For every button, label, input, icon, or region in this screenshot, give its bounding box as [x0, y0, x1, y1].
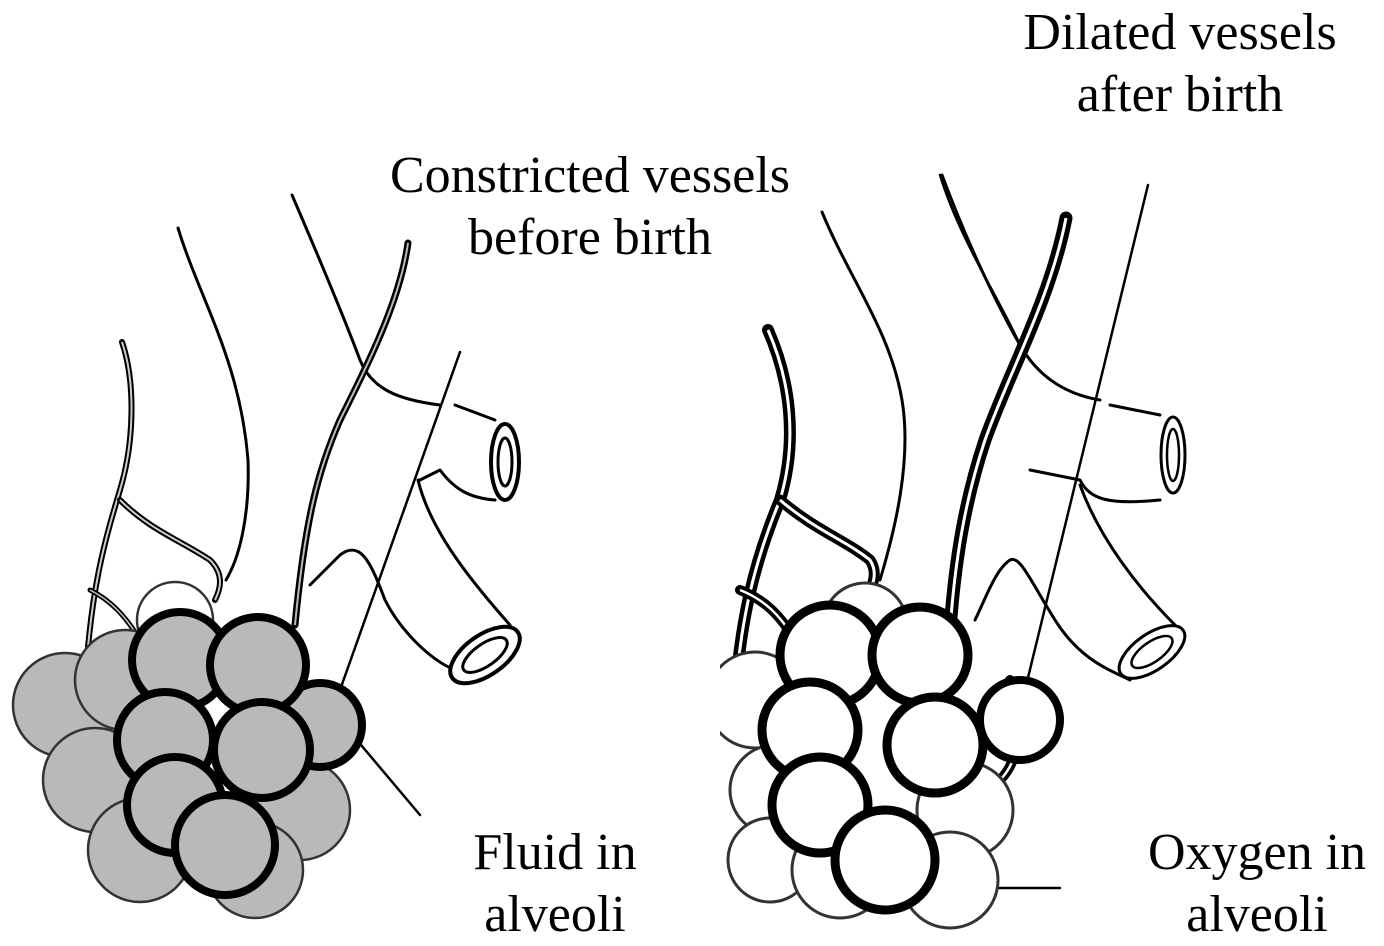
- constricted-label-line-2: before birth: [370, 207, 810, 269]
- fluid-label-line-1: Fluid in: [450, 822, 660, 884]
- before-birth-illustration: [0, 0, 720, 936]
- bronchiole-left: [178, 195, 529, 694]
- dilated-label-line-2: after birth: [1000, 64, 1360, 126]
- oxygen-label-line-2: alveoli: [1130, 884, 1384, 946]
- oxygen-in-alveoli-label: Oxygen in alveoli: [1130, 822, 1384, 946]
- dilated-label-line-1: Dilated vessels: [1000, 2, 1360, 64]
- fluid-in-alveoli-label: Fluid in alveoli: [450, 822, 660, 946]
- vessel-pointer-line-right: [1025, 185, 1148, 690]
- after-birth-panel: [720, 0, 1384, 936]
- fluid-label-line-2: alveoli: [450, 884, 660, 946]
- air-alveoli-cluster: [720, 583, 1060, 928]
- dilated-vessels-label: Dilated vessels after birth: [1000, 2, 1360, 126]
- constricted-vessels-label: Constricted vessels before birth: [370, 145, 810, 269]
- fluid-alveoli-cluster: [13, 582, 362, 918]
- after-birth-illustration: [720, 0, 1384, 936]
- oxygen-label-line-1: Oxygen in: [1130, 822, 1384, 884]
- vessel-pointer-line: [340, 352, 460, 690]
- constricted-label-line-1: Constricted vessels: [370, 145, 810, 207]
- before-birth-panel: [0, 0, 720, 936]
